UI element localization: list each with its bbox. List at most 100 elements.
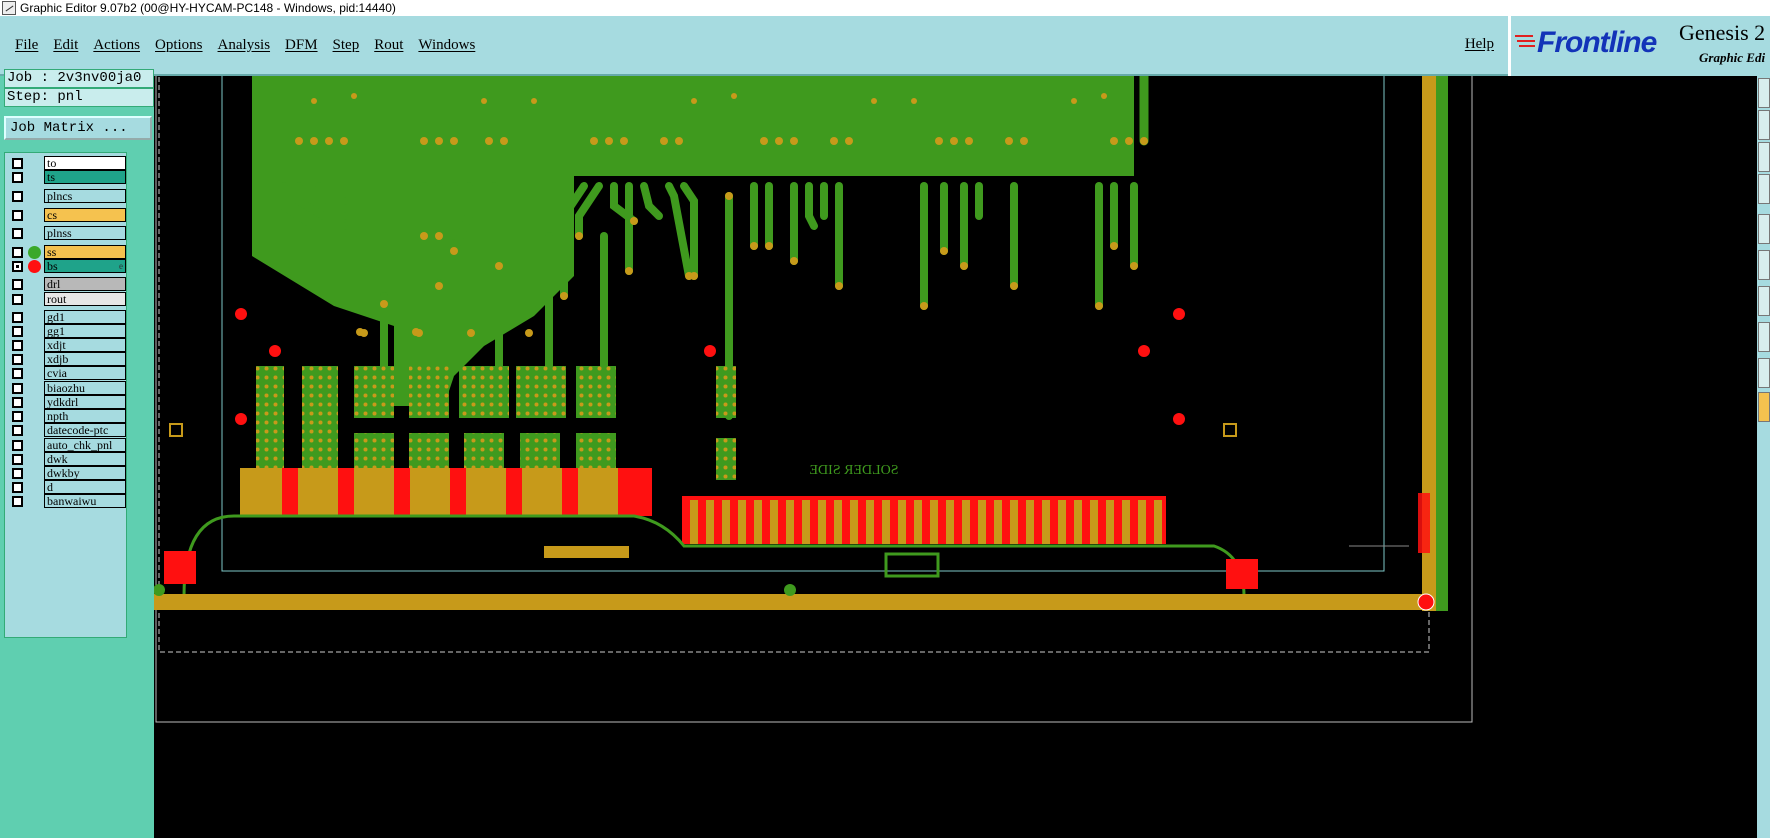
layer-name[interactable]: datecode-ptc (44, 423, 126, 437)
layer-display-dot-icon[interactable] (28, 260, 41, 273)
datecode-block (544, 546, 629, 558)
layer-name[interactable]: drl (44, 277, 126, 291)
layer-checkbox[interactable] (12, 312, 23, 323)
layer-name[interactable]: gd1 (44, 310, 126, 324)
graphic-canvas[interactable]: SOLDER SIDE (154, 76, 1757, 838)
job-matrix-button[interactable]: Job Matrix ... (4, 116, 152, 140)
layer-row-cs[interactable]: cs (7, 208, 126, 222)
layer-checkbox[interactable] (12, 158, 23, 169)
toolbar-button-4[interactable] (1758, 174, 1770, 204)
menu-edit[interactable]: Edit (53, 36, 79, 53)
layer-name[interactable]: gg1 (44, 324, 126, 338)
layer-name[interactable]: xdjt (44, 338, 126, 352)
layer-name[interactable]: ss (44, 245, 126, 259)
layer-checkbox[interactable] (12, 368, 23, 379)
layer-row-xdjt[interactable]: xdjt (7, 338, 126, 352)
layer-row-rout[interactable]: rout (7, 292, 126, 306)
toolbar-button-5[interactable] (1758, 214, 1770, 244)
layer-name[interactable]: dwk (44, 452, 126, 466)
layer-row-plncs[interactable]: plncs (7, 189, 126, 203)
layer-row-gd1[interactable]: gd1 (7, 310, 126, 324)
layer-name[interactable]: plnss (44, 226, 126, 240)
layer-row-cvia[interactable]: cvia (7, 366, 126, 380)
toolbar-button-6[interactable] (1758, 250, 1770, 280)
toolbar-button-7[interactable] (1758, 286, 1770, 316)
menu-analysis[interactable]: Analysis (217, 36, 271, 53)
pcb-view[interactable]: SOLDER SIDE (154, 76, 1757, 838)
layer-checkbox[interactable] (12, 228, 23, 239)
layer-checkbox[interactable] (12, 383, 23, 394)
left-target-mark (169, 423, 183, 437)
right-edge-connector (682, 496, 1166, 544)
layer-checkbox[interactable] (12, 172, 23, 183)
toolbar-button-9[interactable] (1758, 358, 1770, 388)
menu-dfm[interactable]: DFM (285, 36, 318, 53)
layer-checkbox[interactable] (12, 326, 23, 337)
menu-actions[interactable]: Actions (93, 36, 141, 53)
layer-checkbox[interactable] (12, 354, 23, 365)
toolbar-button-1[interactable] (1758, 78, 1770, 108)
layer-name[interactable]: dwkby (44, 466, 126, 480)
toolbar-button-8[interactable] (1758, 322, 1770, 352)
layer-row-auto_chk_pnl[interactable]: auto_chk_pnl (7, 438, 126, 452)
layer-name[interactable]: rout (44, 292, 126, 306)
layer-checkbox[interactable] (12, 279, 23, 290)
layer-row-d[interactable]: d (7, 480, 126, 494)
layer-name[interactable]: npth (44, 409, 126, 423)
layer-name[interactable]: cs (44, 208, 126, 222)
layer-checkbox[interactable] (12, 210, 23, 221)
layer-checkbox[interactable] (12, 482, 23, 493)
toolbar-button-3[interactable] (1758, 142, 1770, 172)
menu-file[interactable]: File (15, 36, 39, 53)
layer-name[interactable]: banwaiwu (44, 494, 126, 508)
layer-checkbox[interactable] (12, 425, 23, 436)
menu-options[interactable]: Options (155, 36, 203, 53)
layer-checkbox[interactable] (12, 294, 23, 305)
layer-name[interactable]: biaozhu (44, 381, 126, 395)
layer-row-npth[interactable]: npth (7, 409, 126, 423)
layer-row-biaozhu[interactable]: biaozhu (7, 381, 126, 395)
layer-name[interactable]: ydkdrl (44, 395, 126, 409)
layer-row-datecode-ptc[interactable]: datecode-ptc (7, 423, 126, 437)
title-bar: Graphic Editor 9.07b2 (00@HY-HYCAM-PC148… (0, 0, 1770, 16)
layer-row-plnss[interactable]: plnss (7, 226, 126, 240)
layer-checkbox[interactable] (12, 247, 23, 258)
layer-row-to[interactable]: to (7, 156, 126, 170)
layer-checkbox[interactable] (12, 454, 23, 465)
layer-name[interactable]: to (44, 156, 126, 170)
layer-checkbox[interactable] (12, 397, 23, 408)
menu-rout[interactable]: Rout (374, 36, 404, 53)
layer-row-ydkdrl[interactable]: ydkdrl (7, 395, 126, 409)
layer-checkbox[interactable] (12, 411, 23, 422)
layer-row-drl[interactable]: drl (7, 277, 126, 291)
layer-display-dot-icon[interactable] (28, 246, 41, 259)
menu-step[interactable]: Step (332, 36, 360, 53)
layer-name[interactable]: plncs (44, 189, 126, 203)
layer-row-gg1[interactable]: gg1 (7, 324, 126, 338)
layer-name[interactable]: xdjb (44, 352, 126, 366)
layer-checkbox[interactable] (12, 496, 23, 507)
layer-row-dwkby[interactable]: dwkby (7, 466, 126, 480)
layer-row-ss[interactable]: ss (7, 245, 126, 259)
layer-name[interactable]: d (44, 480, 126, 494)
layer-checkbox[interactable] (12, 340, 23, 351)
layer-row-ts[interactable]: ts (7, 170, 126, 184)
layer-row-xdjb[interactable]: xdjb (7, 352, 126, 366)
layer-name[interactable]: cvia (44, 366, 126, 380)
layer-checkbox[interactable] (12, 440, 23, 451)
menu-windows[interactable]: Windows (418, 36, 476, 53)
layer-checkbox[interactable] (12, 468, 23, 479)
menu-help[interactable]: Help (1464, 36, 1494, 52)
layer-checkbox[interactable] (12, 191, 23, 202)
layer-row-dwk[interactable]: dwk (7, 452, 126, 466)
layer-name[interactable]: ts (44, 170, 126, 184)
label-frame (884, 552, 940, 578)
toolbar-button-2[interactable] (1758, 110, 1770, 140)
window-title: Graphic Editor 9.07b2 (00@HY-HYCAM-PC148… (20, 1, 396, 15)
toolbar-button-10[interactable] (1758, 392, 1770, 422)
layer-checkbox[interactable] (12, 261, 23, 272)
layer-row-banwaiwu[interactable]: banwaiwu (7, 494, 126, 508)
layer-name[interactable]: auto_chk_pnl (44, 438, 126, 452)
